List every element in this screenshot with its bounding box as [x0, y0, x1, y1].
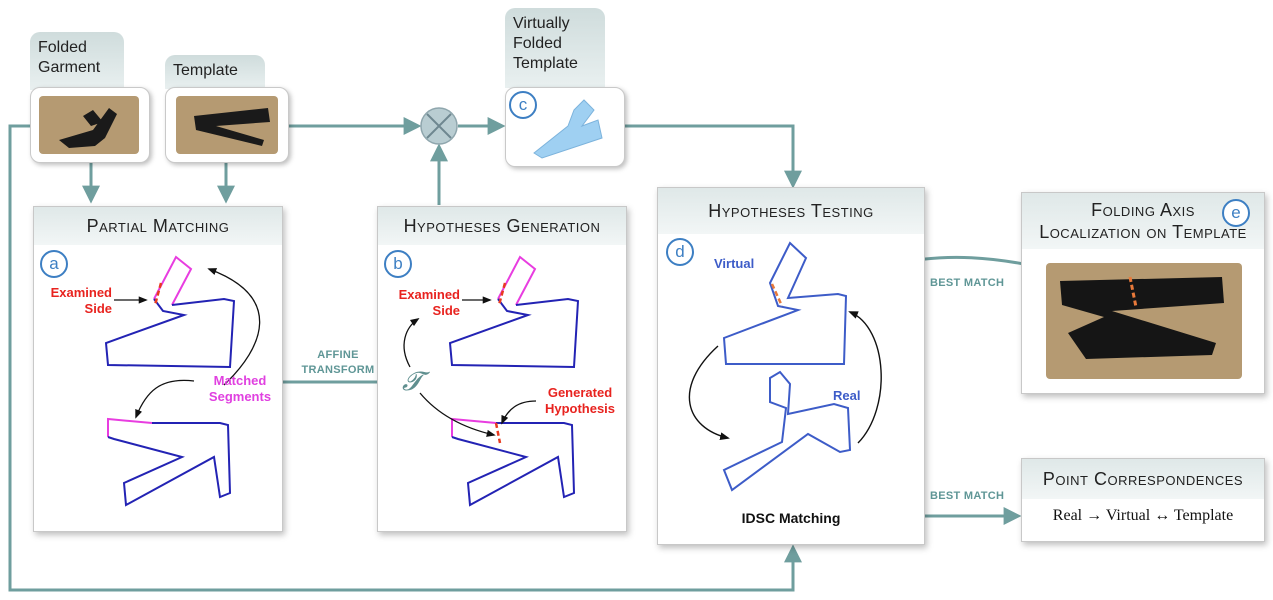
tab-folded-garment: Folded Garment: [30, 32, 124, 90]
label-best-match-axis: BEST MATCH: [930, 277, 1005, 289]
combiner-node: [420, 107, 458, 145]
badge-c: c: [509, 91, 537, 119]
panel-title: Hypotheses Generation: [378, 207, 626, 245]
tab-virtually-folded-template: Virtually Folded Template: [505, 8, 605, 88]
badge-d: d: [666, 238, 694, 266]
panel-title: Hypotheses Testing: [658, 188, 924, 234]
panel-hypotheses-generation: Hypotheses Generation b Examined Side 𝓣 …: [377, 206, 627, 532]
badge-b: b: [384, 250, 412, 278]
template-folding-axis-image: [1046, 263, 1242, 379]
correspondence-formula: Real → Virtual ↔ Template: [1052, 507, 1234, 524]
template-thumbnail: [165, 87, 289, 163]
panel-title: Point Correspondences: [1022, 459, 1264, 499]
label-examined-side: Examined Side: [50, 285, 112, 316]
folded-garment-thumbnail: [30, 87, 150, 163]
feedback-loop-line: [8, 124, 802, 592]
badge-a: a: [40, 250, 68, 278]
panel-hypotheses-testing: Hypotheses Testing d Virtual Real IDSC M…: [657, 187, 925, 545]
tau-symbol: 𝓣: [402, 367, 422, 397]
badge-e: e: [1222, 199, 1250, 227]
label-generated-hypothesis: Generated Hypothesis: [544, 385, 616, 416]
panel-point-correspondences: Point Correspondences Real → Virtual ↔ T…: [1021, 458, 1265, 542]
tab-template: Template: [165, 55, 265, 89]
arrow-virtual-to-testing: [624, 124, 802, 189]
label-affine-transform: AFFINE TRANSFORM: [301, 349, 375, 376]
label-examined-side: Examined Side: [398, 287, 460, 318]
panel-title: Partial Matching: [34, 207, 282, 245]
label-virtual: Virtual: [714, 256, 755, 271]
panel-partial-matching: Partial Matching a Examined Side Matched…: [33, 206, 283, 532]
virtually-folded-thumbnail: c: [505, 87, 625, 167]
panel-folding-axis: Folding Axis Localization on Template e: [1021, 192, 1265, 394]
label-matched-segments: Matched Segments: [208, 373, 272, 404]
label-real: Real: [833, 388, 861, 403]
label-best-match-points: BEST MATCH: [930, 490, 1005, 502]
label-idsc-matching: IDSC Matching: [741, 510, 841, 526]
